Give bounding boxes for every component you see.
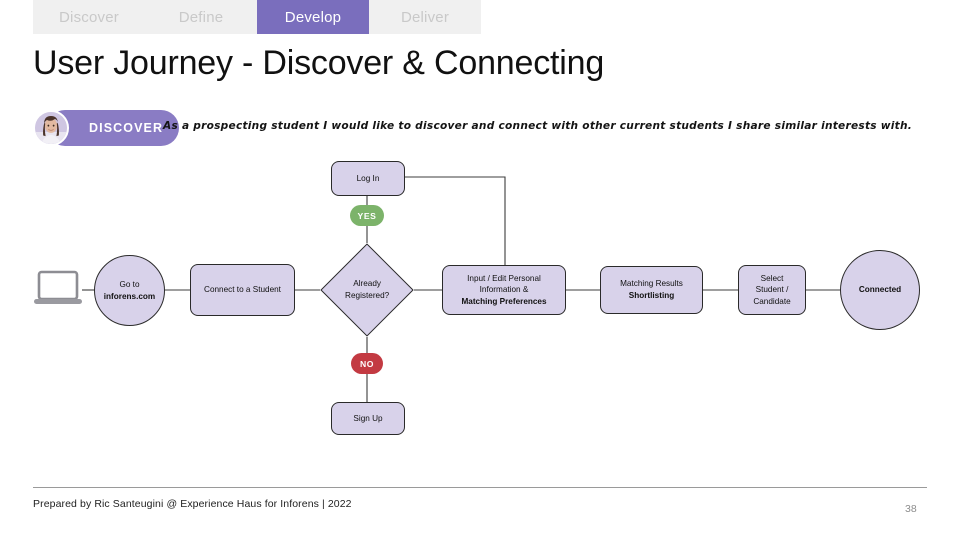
persona-pill: DISCOVER: [47, 110, 180, 146]
page-number: 38: [905, 503, 917, 515]
matching-line1: Matching Results: [620, 279, 683, 289]
input-edit-line3: Matching Preferences: [461, 296, 547, 306]
user-photo-avatar: [33, 110, 69, 146]
decision-labels: Already Registered?: [345, 278, 389, 302]
tab-develop[interactable]: Develop: [257, 0, 369, 34]
node-log-in-label: Log In: [356, 173, 380, 183]
page-title: User Journey - Discover & Connecting: [33, 44, 605, 82]
node-connected[interactable]: Connected: [840, 250, 920, 330]
node-sign-up[interactable]: Sign Up: [331, 402, 405, 435]
decision-line1: Already: [353, 279, 381, 289]
badge-no: NO: [351, 353, 383, 374]
badge-yes: YES: [350, 205, 384, 226]
input-edit-line1: Input / Edit Personal: [467, 273, 541, 283]
node-matching-results[interactable]: Matching Results Shortlisting: [600, 266, 703, 314]
footer-divider: [33, 487, 927, 488]
node-goto-line1: Go to: [119, 279, 140, 289]
matching-line2: Shortlisting: [628, 291, 675, 300]
decision-line2: Registered?: [344, 291, 390, 300]
tab-discover[interactable]: Discover: [59, 8, 119, 26]
tab-define[interactable]: Define: [178, 8, 224, 26]
tab-deliver[interactable]: Deliver: [400, 8, 450, 26]
badge-yes-label: YES: [357, 210, 377, 221]
node-connect-label: Connect to a Student: [204, 285, 281, 295]
node-goto-inforens[interactable]: Go to inforens.com: [94, 255, 165, 326]
node-connected-label: Connected: [858, 285, 902, 295]
node-connect-to-student[interactable]: Connect to a Student: [190, 264, 295, 316]
user-journey-flowchart: Log In YES Go to inforens.com Connect to…: [33, 161, 920, 435]
node-goto-line2: inforens.com: [103, 291, 156, 301]
flow-connectors: [82, 176, 840, 402]
persona-badge-label: DISCOVER: [89, 121, 164, 135]
select-line2: Student /: [755, 285, 789, 295]
laptop-icon: [33, 270, 83, 313]
select-line1: Select: [760, 273, 784, 283]
node-input-edit-preferences[interactable]: Input / Edit Personal Information & Matc…: [442, 265, 566, 315]
node-log-in[interactable]: Log In: [331, 161, 405, 196]
node-sign-up-label: Sign Up: [353, 413, 383, 423]
stage-tabbar: Discover Define Develop Deliver: [33, 0, 481, 34]
node-select-student[interactable]: Select Student / Candidate: [738, 265, 806, 315]
input-edit-line2: Information &: [479, 285, 529, 295]
persona-quote: As a prospecting student I would like to…: [163, 120, 913, 132]
badge-no-label: NO: [359, 358, 375, 369]
footer-credit: Prepared by Ric Santeugini @ Experience …: [33, 498, 352, 510]
select-line3: Candidate: [753, 296, 791, 306]
